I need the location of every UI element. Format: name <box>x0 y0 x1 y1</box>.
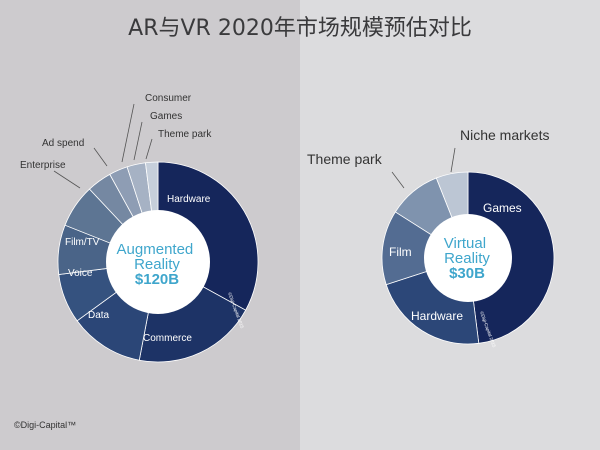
slice-label-commerce: Commerce <box>143 333 192 344</box>
callout-ad-spend: Ad spend <box>42 138 84 149</box>
vr-donut-hole <box>424 214 512 302</box>
slice-label-vr-hardware: Hardware <box>411 309 463 323</box>
vr-center-title: Virtual Reality <box>444 235 491 267</box>
callout-consumer: Consumer <box>145 93 192 104</box>
callout-line-niche-markets <box>450 147 456 173</box>
slice-label-vr-games: Games <box>483 201 522 215</box>
vr-center-title-line-1: Virtual <box>444 235 486 252</box>
callout-line-vr-theme-park <box>391 171 405 189</box>
copyright-note: ©Digi-Capital™ <box>14 420 77 430</box>
callout-enterprise: Enterprise <box>20 160 66 171</box>
slice-label-film-tv: Film/TV <box>65 237 100 248</box>
vr-center-value: $30B <box>449 265 485 282</box>
ar-center-title-line-2: Reality <box>134 256 180 273</box>
callout-line-enterprise <box>53 170 81 189</box>
ar-donut-hole <box>106 210 210 314</box>
callout-games: Games <box>150 111 182 122</box>
callout-niche-markets: Niche markets <box>460 127 549 143</box>
ar-pie-slices <box>57 161 259 363</box>
callout-theme-park: Theme park <box>158 129 212 140</box>
page-title: AR与VR 2020年市场规模预估对比 <box>128 16 472 41</box>
slice-label-data: Data <box>88 310 110 321</box>
callout-line-theme-park <box>145 138 153 160</box>
callout-line-ad-spend <box>93 147 108 167</box>
vr-pie-slices <box>381 171 555 345</box>
callout-line-games <box>133 121 143 161</box>
ar-center-title-line-1: Augmented <box>117 241 194 258</box>
callout-line-consumer <box>121 103 135 163</box>
slice-label-voice: Voice <box>68 268 93 279</box>
vr-slice-film <box>381 211 469 286</box>
vr-center-title-line-2: Reality <box>444 250 490 267</box>
slice-label-vr-film: Film <box>389 245 412 259</box>
ar-center-value: $120B <box>135 271 179 288</box>
callout-vr-theme-park: Theme park <box>307 151 383 167</box>
ar-center-title: Augmented Reality <box>117 241 198 273</box>
slice-label-hardware: Hardware <box>167 194 211 205</box>
